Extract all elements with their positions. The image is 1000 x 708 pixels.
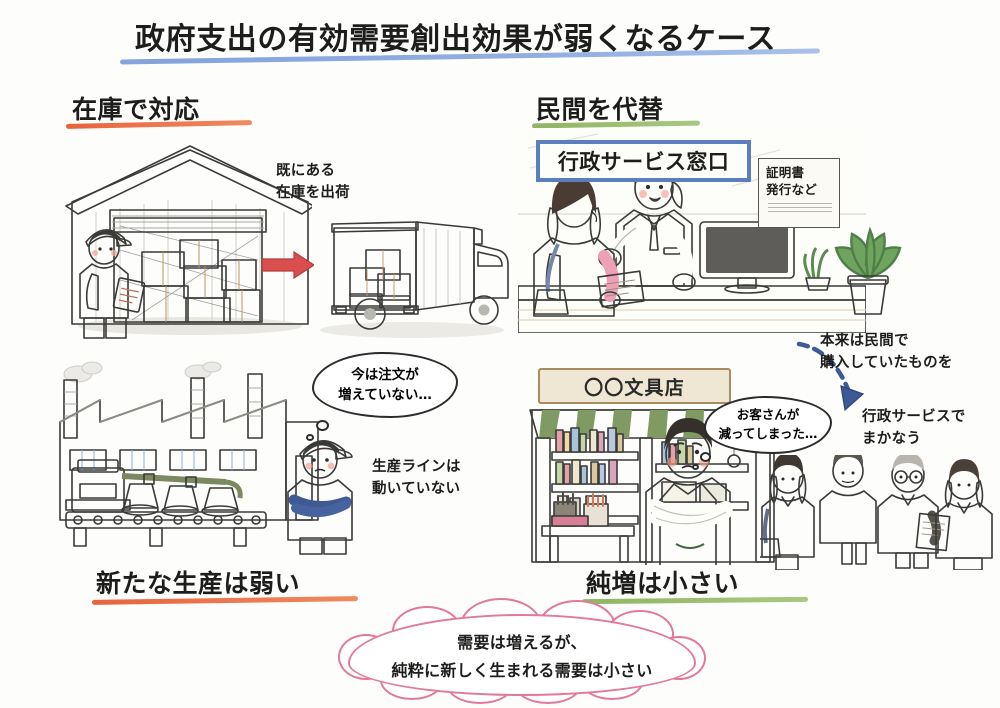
conveyor-machine-icon [65,459,267,547]
shop-owner-icon [645,418,733,565]
shop-sign: 〇〇文具店 [538,368,731,404]
red-arrow-icon [262,250,314,280]
conclusion-cloud: 需要は増えるが、 純粋に新しく生まれる需要は小さい [348,614,696,696]
desk-plant-icon [803,247,831,291]
potted-plant-icon [834,226,902,315]
bubble-tail-small-shop [692,464,699,470]
right-section-heading: 民間を代替 [536,95,664,124]
left-section-heading: 在庫で対応 [72,95,200,124]
factory-icon [59,361,353,555]
queue-person-1 [760,455,815,570]
stationery-shop-icon [529,409,777,565]
warehouse-worker-icon [79,229,146,339]
bubble-factory-worker: 今は注文が 増えていない… [312,352,458,418]
delivery-truck-icon [320,221,509,338]
right-footer-label: 純増は小さい [586,569,740,598]
bubble-tail-small [306,434,314,441]
bubble-tail-large [316,420,329,431]
dashed-arrow-icon [796,341,865,412]
bubble-shop-owner: お客さんが 減ってしまった… [704,396,832,454]
note-shipping: 既にある 在庫を出荷 [276,163,350,202]
left-footer-label: 新たな生産は弱い [96,569,301,598]
queue-person-2 [819,455,877,565]
note-production-line: 生産ラインは 動いていない [372,459,461,498]
factory-worker-icon [287,440,353,555]
queue-person-4 [935,459,993,570]
people-queue-icon [760,455,993,570]
note-private-origin: 本来は民間で 購入していたものを [820,333,953,372]
monitor-icon [699,221,795,294]
note-public-service: 行政サービスで まかなう [862,409,966,448]
right-footer-underline [581,596,809,605]
poster-certificate: 証明書 発行など [758,158,840,228]
counter-sign: 行政サービス窓口 [536,140,751,182]
warehouse-icon [65,145,312,339]
bubble-tail-large-shop [700,452,711,462]
customer-icon [533,176,645,317]
